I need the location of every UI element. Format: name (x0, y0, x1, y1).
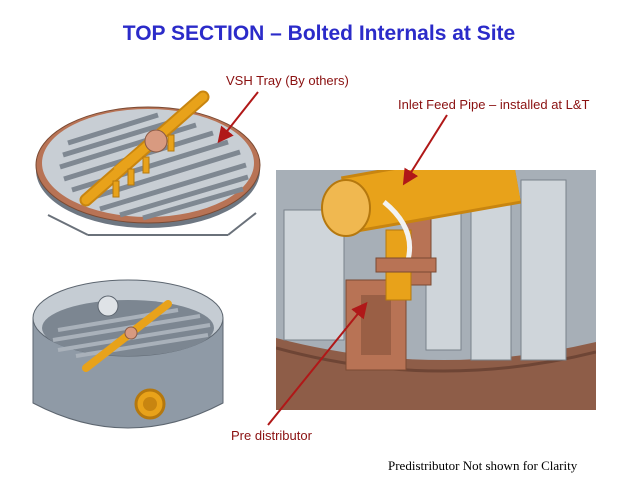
vsh-tray-arrow (217, 91, 259, 144)
slide-title: TOP SECTION – Bolted Internals at Site (122, 22, 516, 45)
pre-distributor-label: Pre distributor (231, 428, 312, 443)
pre-distributor-arrow (267, 301, 368, 426)
inlet-feed-pipe-label: Inlet Feed Pipe – installed at L&T (398, 97, 590, 112)
closeup-illustration (276, 170, 596, 410)
vsh-tray-label: VSH Tray (By others) (226, 73, 349, 88)
footnote: Predistributor Not shown for Clarity (388, 458, 578, 473)
vessel-illustration (32, 279, 224, 429)
inlet-feed-pipe-arrow (402, 114, 448, 186)
vsh-tray-illustration (35, 90, 261, 236)
